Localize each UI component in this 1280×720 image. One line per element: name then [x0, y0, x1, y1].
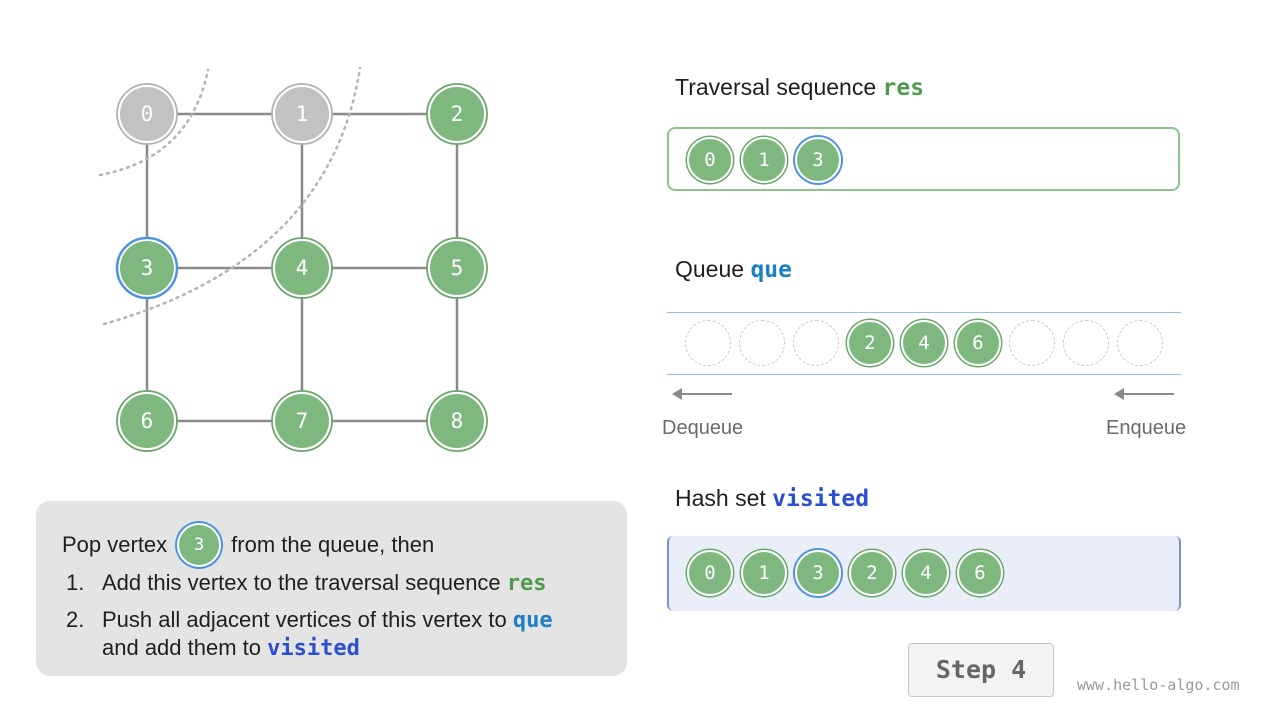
queue-slot-6 [1009, 320, 1055, 366]
queue-slot-3: 2 [847, 320, 893, 366]
watermark: www.hello-algo.com [1077, 676, 1240, 694]
graph-vertex-8: 8 [426, 390, 488, 452]
graph-vertex-6: 6 [116, 390, 178, 452]
frontier-arc-1 [98, 68, 210, 177]
graph-vertex-label-6: 6 [141, 409, 154, 433]
description-line1: Pop vertex 3 from the queue, then [62, 523, 434, 567]
enqueue-arrow-icon [1114, 388, 1174, 400]
res-keyword: res [882, 75, 925, 101]
graph-vertex-label-8: 8 [451, 409, 464, 433]
traversal-item-1: 1 [741, 137, 787, 183]
graph-vertex-label-0: 0 [141, 102, 154, 126]
frontier-arc-2 [102, 66, 362, 326]
queue-slot-8 [1117, 320, 1163, 366]
visited-item-1: 1 [741, 550, 787, 596]
visited-item-0: 0 [687, 550, 733, 596]
graph-vertex-2: 2 [426, 83, 488, 145]
step-button[interactable]: Step 4 [908, 643, 1054, 697]
visited-keyword: visited [772, 486, 870, 512]
queue-slot-1 [739, 320, 785, 366]
queue-slot-0 [685, 320, 731, 366]
graph-vertex-1: 1 [271, 83, 333, 145]
graph-vertex-label-2: 2 [451, 102, 464, 126]
queue-slot-7 [1063, 320, 1109, 366]
visited-item-3: 2 [849, 550, 895, 596]
graph-diagram: 0 1 2 3 4 5 6 7 8 [98, 66, 488, 452]
enqueue-label: Enqueue [1106, 417, 1187, 439]
traversal-title: Traversal sequence res [675, 74, 925, 101]
traversal-item-0: 0 [687, 137, 733, 183]
queue-slot-5: 6 [955, 320, 1001, 366]
visited-title: Hash set visited [675, 485, 870, 512]
queue-slot-4: 4 [901, 320, 947, 366]
visited-item-2: 3 [795, 550, 841, 596]
graph-vertex-7: 7 [271, 390, 333, 452]
graph-vertex-5: 5 [426, 237, 488, 299]
graph-vertex-label-5: 5 [451, 256, 464, 280]
graph-vertex-0: 0 [116, 83, 178, 145]
graph-vertex-3: 3 [115, 236, 179, 300]
visited-item-4: 4 [903, 550, 949, 596]
graph-vertex-4: 4 [271, 237, 333, 299]
visited-item-5: 6 [957, 550, 1003, 596]
graph-vertex-label-1: 1 [296, 102, 309, 126]
description-box: Pop vertex 3 from the queue, then 1. Add… [36, 501, 627, 676]
que-keyword: que [750, 257, 792, 283]
dequeue-label: Dequeue [662, 417, 744, 439]
graph-vertex-label-4: 4 [296, 256, 309, 280]
traversal-item-2: 3 [795, 137, 841, 183]
queue-title: Queue que [675, 256, 792, 283]
popped-vertex-badge: 3 [177, 523, 222, 567]
dequeue-arrow-icon [672, 388, 732, 400]
graph-vertex-label-7: 7 [296, 409, 309, 433]
graph-vertex-label-3: 3 [141, 256, 154, 280]
queue-slot-2 [793, 320, 839, 366]
